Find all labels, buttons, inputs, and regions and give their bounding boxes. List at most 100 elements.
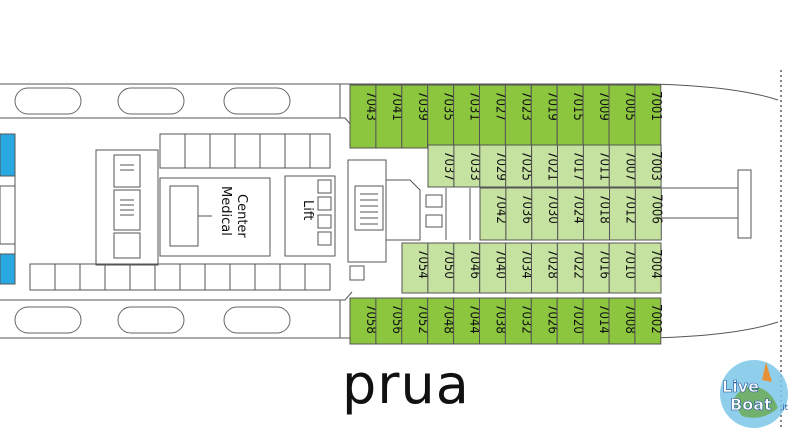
cabin-7050	[427, 242, 455, 294]
cabin-7024	[557, 187, 585, 241]
cabin-number: 7026	[544, 304, 559, 334]
cabin-number: 7008	[622, 304, 637, 334]
cabin-number: 7036	[519, 194, 534, 224]
medical-center-label-line1: Medical	[218, 186, 233, 236]
cabin-7043	[349, 84, 377, 149]
cabin-7020	[556, 297, 584, 345]
cabin-7008	[608, 297, 636, 345]
cabin-7025	[505, 144, 533, 188]
cabin-number: 7004	[648, 249, 663, 279]
cabin-number: 7044	[467, 304, 482, 334]
cabin-7027	[479, 84, 506, 149]
cabin-7007	[608, 144, 636, 188]
cabin-7011	[582, 144, 610, 188]
liveboat-logo: Live Boat .it	[720, 360, 788, 428]
cabin-number: 7028	[545, 249, 560, 279]
cabin-number: 7015	[570, 91, 585, 121]
lifeboat	[14, 87, 82, 115]
cabin-number: 7033	[467, 151, 482, 181]
cabin-number: 7030	[545, 194, 560, 224]
cabin-number: 7050	[441, 249, 456, 279]
bow-label: prua	[342, 353, 470, 416]
lifeboat	[223, 87, 291, 115]
cabin-7046	[453, 242, 481, 294]
cabin-number: 7035	[441, 91, 456, 121]
cabin-number: 7025	[519, 151, 534, 181]
lifeboat	[14, 306, 82, 334]
cabin-number: 7021	[545, 151, 560, 181]
cabin-number: 7039	[415, 91, 430, 121]
cabin-7038	[479, 297, 506, 345]
cabin-7017	[557, 144, 584, 188]
cabin-number: 7003	[648, 151, 663, 181]
cabin-number: 7034	[519, 249, 534, 279]
lifeboats	[14, 87, 291, 334]
cabin-7044	[453, 297, 481, 345]
cabin-7023	[504, 84, 532, 149]
cabin-7033	[453, 144, 481, 188]
cabin-number: 7011	[596, 151, 611, 181]
cabin-7035	[427, 84, 455, 149]
cabin-7048	[427, 297, 455, 345]
cabin-number: 7032	[518, 304, 533, 334]
cabin-number: 7005	[622, 91, 637, 121]
cabin-number: 7006	[648, 194, 663, 224]
cabin-number: 7002	[648, 304, 663, 334]
cabin-number: 7010	[622, 249, 637, 279]
cabin-number: 7007	[622, 151, 637, 181]
cabin-number: 7001	[648, 91, 663, 121]
cabin-number: 7019	[544, 91, 559, 121]
cabin-number: 7029	[493, 151, 508, 181]
cabin-7022	[556, 242, 584, 294]
cabin-7052	[401, 297, 429, 345]
cabin-number: 7009	[596, 91, 611, 121]
cabin-7036	[505, 187, 533, 241]
medical-center-label-line2: Center	[234, 194, 249, 238]
cabin-7054	[401, 242, 429, 294]
cabin-7058	[349, 297, 377, 345]
cabin-number: 7052	[415, 304, 430, 334]
lifeboat	[117, 306, 185, 334]
cabin-7056	[375, 297, 403, 345]
cabin-number: 7031	[467, 91, 482, 121]
cabin-7030	[531, 187, 559, 241]
cabin-number: 7020	[570, 304, 585, 334]
logo-text-live: Live	[722, 377, 759, 396]
cabin-number: 7054	[415, 249, 430, 279]
cabin-number: 7014	[596, 304, 611, 334]
cabin-7015	[556, 84, 584, 149]
cabin-number: 7058	[363, 304, 378, 334]
cabin-number: 7042	[493, 194, 508, 224]
interior-structure	[0, 133, 752, 291]
cabin-number: 7018	[597, 194, 612, 224]
cabin-number: 7048	[441, 304, 456, 334]
cabin-number: 7024	[571, 194, 586, 224]
cabin-7019	[530, 84, 558, 149]
cabin-number: 7041	[389, 91, 404, 121]
cabin-7014	[582, 297, 610, 345]
cabin-number: 7017	[571, 151, 586, 181]
cabin-7041	[375, 84, 403, 149]
cabin-number: 7022	[570, 249, 585, 279]
lifeboat	[117, 87, 185, 115]
cabin-number: 7037	[441, 151, 456, 181]
cabin-number: 7038	[492, 304, 507, 334]
stair-blue	[0, 253, 16, 285]
lift-label: Lift	[300, 200, 315, 220]
cabin-number: 7040	[493, 249, 508, 279]
cabin-number: 7027	[492, 91, 507, 121]
cabin-7002	[634, 297, 662, 345]
cabin-7006	[634, 187, 662, 241]
cabin-number: 7043	[363, 91, 378, 121]
cabin-7018	[583, 187, 610, 241]
cabin-7029	[479, 144, 507, 188]
cabin-7001	[634, 84, 662, 149]
logo-suffix: .it	[780, 403, 788, 412]
cabin-7034	[505, 242, 533, 294]
lifeboat	[223, 306, 291, 334]
cabin-7032	[504, 297, 532, 345]
stair-blue	[0, 133, 16, 177]
cabin-number: 7046	[467, 249, 482, 279]
